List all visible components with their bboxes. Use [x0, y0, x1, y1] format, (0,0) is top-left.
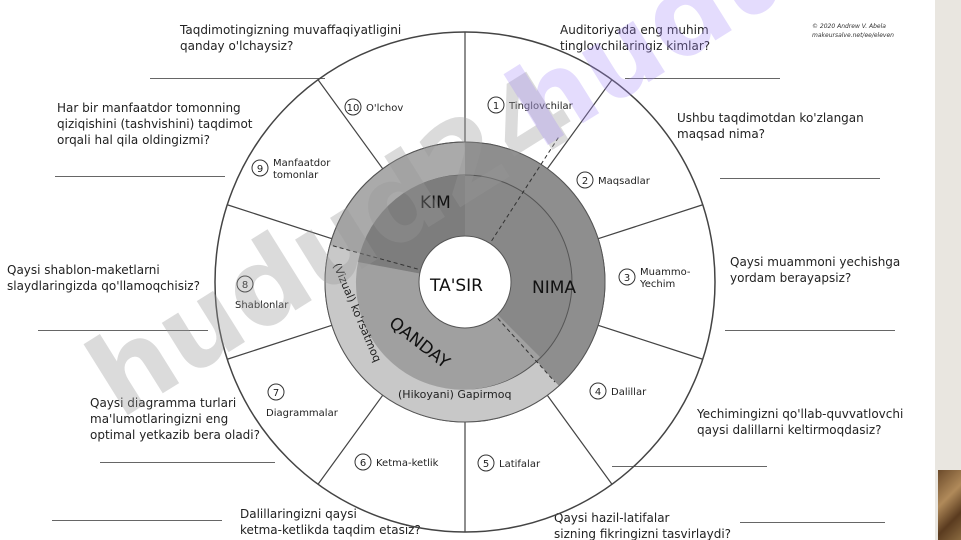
answer-line [740, 522, 885, 523]
segment-divider [227, 324, 333, 360]
qanday-inner-sector [355, 262, 540, 390]
impact-wheel: TA'SIR KIM NIMA QANDAY (Vizual) ko'rsatm… [66, 0, 935, 533]
answer-line [612, 466, 767, 467]
segment-label: Maqsadlar [598, 176, 651, 187]
segment-number: 1 [493, 101, 499, 112]
segment-label: Shablonlar [235, 300, 289, 311]
answer-line [150, 78, 325, 79]
center-circle [418, 235, 512, 329]
segment-label: Diagrammalar [266, 408, 339, 419]
segment-label: Manfaatdor [273, 158, 331, 169]
segment-dividers [227, 32, 703, 532]
segment-divider [317, 79, 384, 170]
answer-line [720, 178, 880, 179]
segment-label: Yechim [639, 279, 675, 290]
segment-number: 4 [595, 387, 601, 398]
segment-divider [597, 204, 703, 240]
segment-number-badge [251, 159, 269, 177]
segment-number: 9 [257, 164, 263, 175]
answer-line [55, 176, 225, 177]
outer-ring [214, 31, 716, 533]
segment-number: 10 [347, 103, 360, 114]
segment-number: 6 [360, 458, 366, 469]
segment-number: 5 [483, 459, 489, 470]
segment-number: 7 [273, 388, 279, 399]
segment-number: 8 [242, 280, 248, 291]
middle-ring-border [324, 141, 606, 423]
slide: © 2020 Andrew V. Abela makeursalve.net/e… [0, 0, 935, 540]
copyright: © 2020 Andrew V. Abela makeursalve.net/e… [812, 22, 894, 40]
copyright-line-1: © 2020 Andrew V. Abela [812, 23, 886, 30]
side-wood [938, 470, 961, 540]
side-strip [935, 0, 961, 540]
segment-divider [317, 394, 384, 485]
segment-number-badge [477, 454, 495, 472]
segment-number-badge [589, 382, 607, 400]
segment-number-badge [236, 275, 254, 293]
segment-divider [227, 204, 333, 240]
copyright-line-2: makeursalve.net/ee/eleven [812, 32, 894, 39]
segment-number-badge [576, 171, 594, 189]
segment-label: Dalillar [611, 387, 647, 398]
segment-label: tomonlar [273, 170, 319, 181]
segment-number: 3 [624, 273, 630, 284]
segment-label: Tinglovchilar [508, 101, 574, 112]
nima-label: NIMA [532, 278, 576, 298]
segment-label: Ketma-ketlik [376, 458, 439, 469]
segment-number: 2 [582, 176, 588, 187]
segment-number-badge [354, 453, 372, 471]
hikoyani-label: (Hikoyani) Gapirmoq [398, 388, 511, 401]
answer-line [625, 78, 780, 79]
segment-number-badge [618, 268, 636, 286]
kim-label: KIM [420, 193, 451, 213]
segment-label: Muammo- [640, 267, 691, 278]
segment-number-badge [267, 383, 285, 401]
answer-line [52, 520, 222, 521]
segment-label: O'lchov [366, 103, 403, 114]
segment-number-badge [344, 98, 362, 116]
segment-divider [546, 394, 613, 485]
segment-divider [546, 79, 613, 170]
answer-line [725, 330, 895, 331]
segment-number-badge [487, 96, 505, 114]
segment-divider [597, 324, 703, 360]
segment-label: Latifalar [499, 459, 541, 470]
watermark-text-2: hudud24 [486, 0, 935, 172]
answer-line [100, 462, 275, 463]
center-label: TA'SIR [429, 276, 483, 296]
answer-line [38, 330, 208, 331]
